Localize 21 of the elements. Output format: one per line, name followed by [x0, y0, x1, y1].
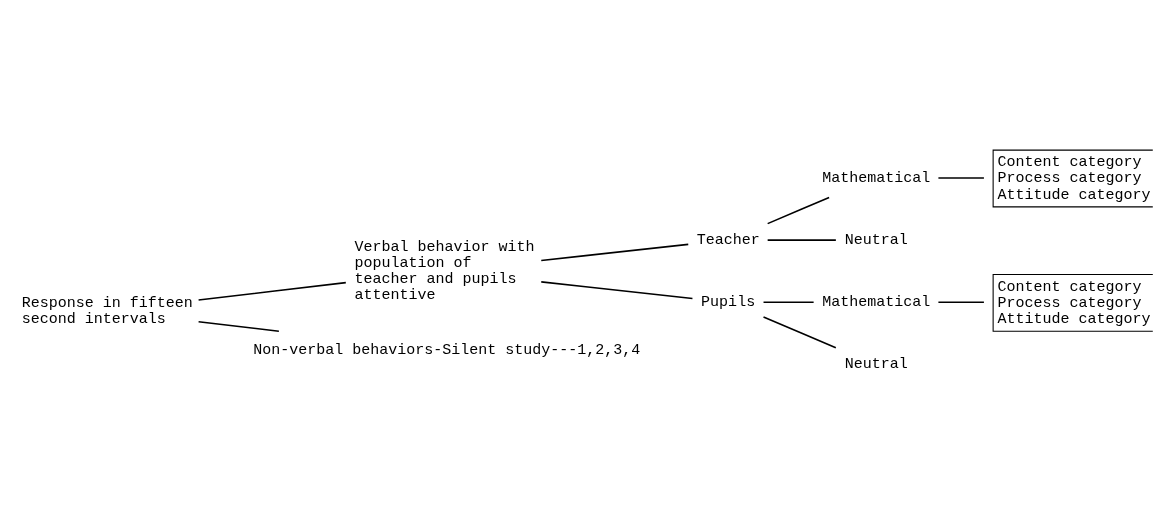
node-text: Mathematical: [822, 294, 931, 312]
node-text: Neutral: [844, 232, 908, 250]
node-text: Neutral: [844, 356, 908, 374]
node-text: Content category Process category Attitude category: [997, 278, 1151, 328]
node-text: Pupils: [701, 294, 756, 312]
node-text: Mathematical: [822, 169, 931, 187]
node-text: Content category Process category Attitude category: [997, 154, 1151, 204]
node-text: Teacher: [696, 232, 760, 250]
connector: [762, 316, 837, 349]
connector: [766, 196, 830, 225]
connector: [540, 281, 694, 300]
node-text: Response in fifteen second intervals: [21, 294, 193, 328]
connector: [540, 243, 690, 262]
connector: [197, 281, 347, 301]
connector: [937, 177, 985, 179]
node-text: Verbal behavior with population of teacher and pupils attentive: [354, 239, 535, 305]
connector: [766, 239, 837, 241]
node-text: Non-verbal behaviors-Silent study---1,2,3,4: [253, 342, 641, 360]
connector: [762, 301, 815, 304]
connector: [197, 320, 280, 332]
connector: [937, 301, 985, 304]
